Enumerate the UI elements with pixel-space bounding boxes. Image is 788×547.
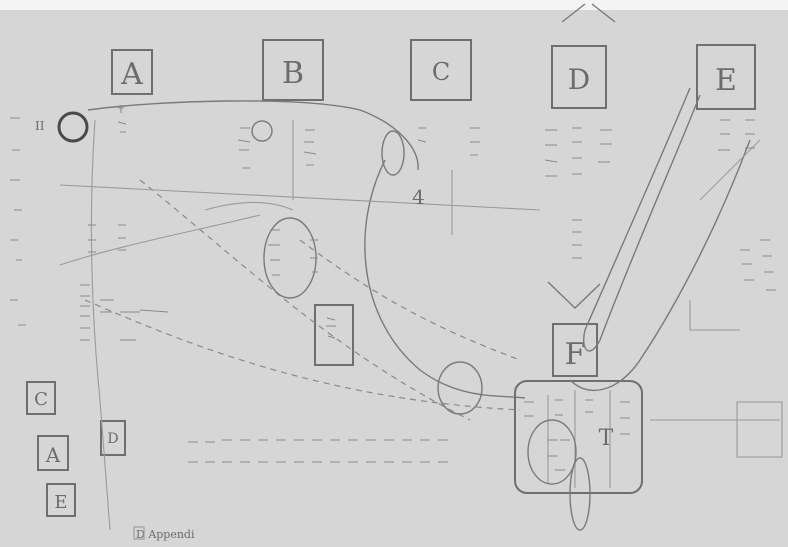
column-c-label: C	[432, 58, 450, 86]
column-b: B	[263, 40, 323, 100]
small-box-d-label: D	[107, 431, 118, 447]
bottom-t-mark: T	[599, 426, 614, 451]
notes-d-lower	[572, 220, 582, 258]
arc-c-to-f	[365, 160, 525, 398]
column-a: A	[112, 50, 152, 94]
column-e: E	[697, 45, 755, 109]
left-of-f-circled-mark	[438, 362, 482, 414]
middle-note-box	[315, 305, 353, 365]
notes-c-column	[418, 128, 480, 155]
column-d-label: D	[568, 63, 590, 96]
dashed-line-1	[140, 180, 470, 420]
left-vertical-line	[91, 120, 110, 530]
notes-e-column	[718, 120, 755, 150]
margin-box-a: A	[38, 436, 68, 470]
c-small-oval	[382, 131, 404, 175]
right-faint-line-2	[690, 300, 740, 330]
margin-box-e: E	[47, 484, 75, 516]
column-c: C	[411, 40, 471, 100]
d-down-arrow	[548, 282, 600, 308]
horizontal-guide-1	[60, 185, 540, 210]
box-f-label: F	[565, 337, 586, 372]
notes-bottom-row-1	[188, 440, 448, 442]
margin-box-e-label: E	[54, 492, 67, 513]
notes-left-margin	[10, 118, 26, 325]
notes-d-column	[545, 128, 612, 176]
top-left-roman: II	[35, 119, 45, 133]
b-small-circle	[252, 121, 272, 141]
appendix-note: D Appendi	[136, 528, 195, 541]
e-to-f-loop-1	[584, 88, 700, 351]
c-digit-mark: 4	[412, 185, 425, 209]
notes-far-right	[740, 240, 776, 290]
column-a-label: A	[120, 57, 143, 92]
notes-a-column	[118, 105, 126, 132]
column-b-label: B	[282, 56, 304, 91]
column-e-label: E	[715, 63, 737, 98]
notes-b-left	[238, 128, 250, 168]
dashed-line-3	[300, 240, 520, 360]
right-faint-box	[737, 402, 782, 457]
margin-box-a-label: A	[45, 443, 61, 467]
b-connector	[205, 203, 293, 211]
group-f-detail	[515, 381, 642, 493]
margin-box-c: C	[27, 382, 55, 414]
notes-b-right	[304, 130, 316, 165]
notes-b-oval	[268, 230, 318, 275]
top-chevron-mark	[562, 4, 615, 22]
dashed-line-2	[85, 300, 520, 410]
small-box-d: D	[101, 421, 125, 455]
column-d: D	[552, 46, 606, 108]
box-f: F	[553, 324, 597, 376]
margin-box-c-label: C	[34, 389, 48, 410]
bold-circle-mark	[59, 113, 87, 141]
group-f-oval	[528, 420, 576, 484]
